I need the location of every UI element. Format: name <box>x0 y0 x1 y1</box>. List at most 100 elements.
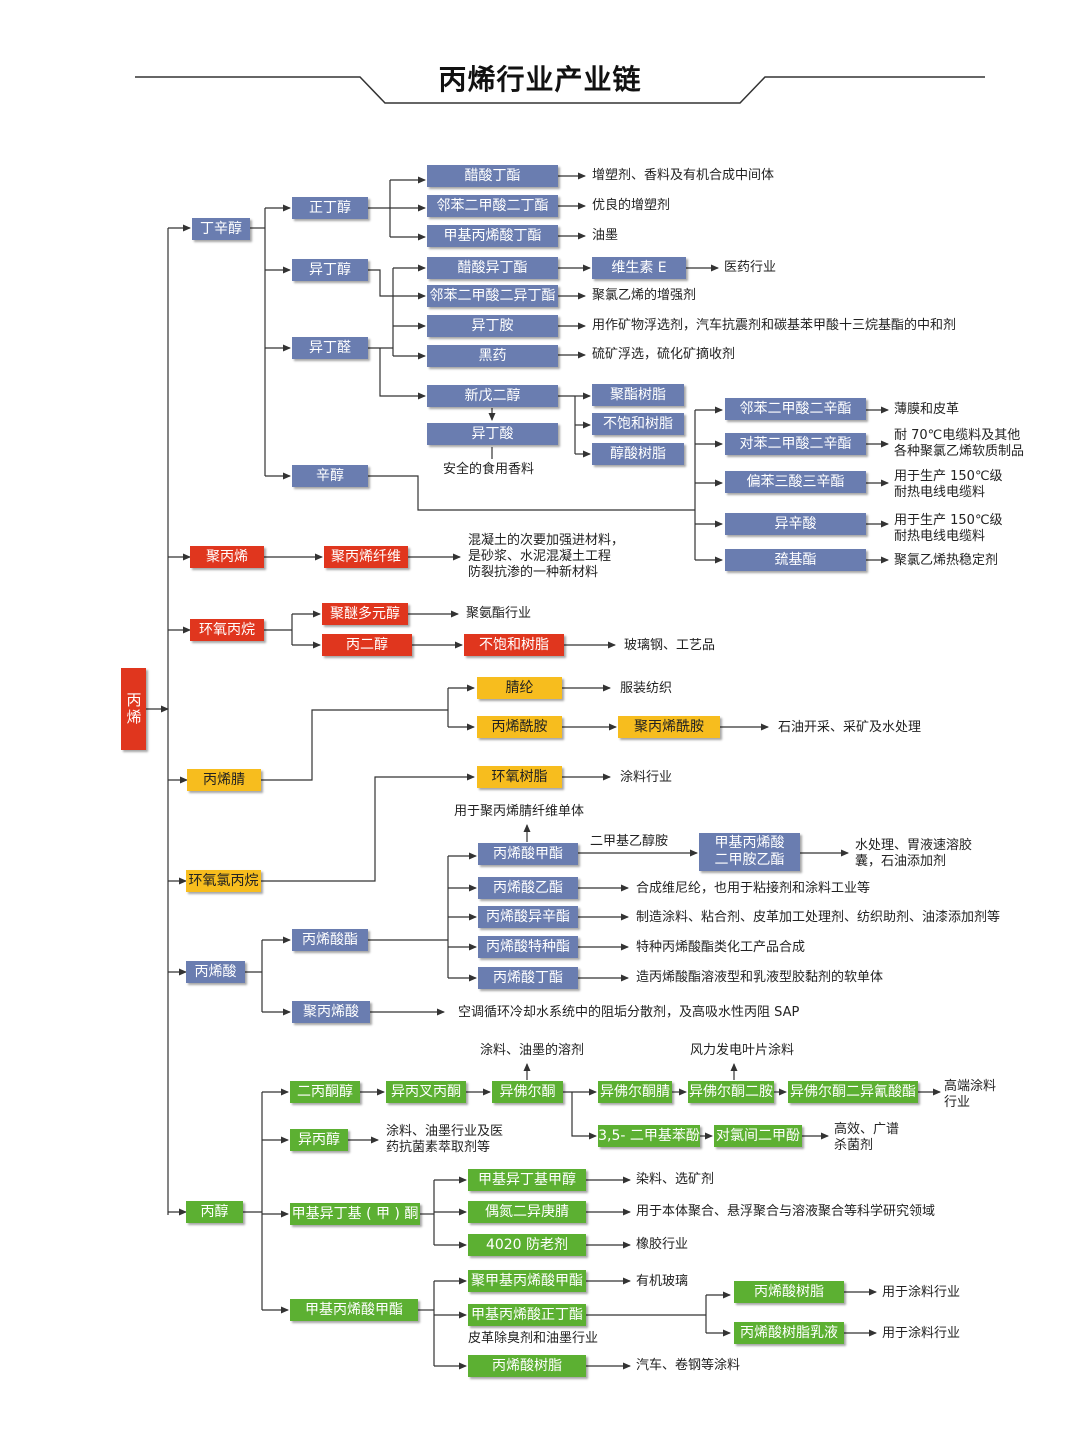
node-yifoertongjing: 异佛尔酮腈 <box>598 1081 672 1103</box>
note-text: 涂料、油墨行业及医 药抗菌素萃取剂等 <box>386 1124 504 1155</box>
note-text: 高效、广谱 杀菌剂 <box>834 1122 900 1153</box>
node-yidingquan: 异丁醛 <box>292 337 368 359</box>
node-heiyao: 黑药 <box>427 345 558 367</box>
note-text: 聚氯乙烯热稳定剂 <box>894 553 999 568</box>
note-text: 混凝土的次要加强进材料， 是砂浆、水泥混凝土工程 防裂抗渗的一种新材料 <box>468 533 625 580</box>
note-text: 造丙烯酸酯溶液型和乳液型胶黏剂的软单体 <box>636 970 884 985</box>
page-title: 丙烯行业产业链 <box>438 63 642 96</box>
node-jiajibingxisuanzhengdingzhi: 甲基丙烯酸正丁酯 <box>468 1304 586 1326</box>
node-jubingxi: 聚丙烯 <box>190 546 264 568</box>
node-erbingtongchun: 二丙酮醇 <box>290 1081 360 1103</box>
note-text: 用于生产 150℃级 耐热电线电缆料 <box>894 469 1003 500</box>
node-yifoertongeran: 异佛尔酮二胺 <box>688 1081 774 1103</box>
node-buboheshuzhi: 不饱和树脂 <box>592 413 684 435</box>
node-jiajiyidingjijiachun: 甲基异丁基甲醇 <box>468 1169 586 1191</box>
node-bingtong: 丙醇 <box>186 1201 243 1223</box>
node-bingxisuan: 丙烯酸 <box>186 961 245 983</box>
note-text: 增塑剂、香料及有机合成中间体 <box>592 168 775 183</box>
node-cusuandingzhi: 醋酸丁酯 <box>427 165 558 187</box>
node-bingxisuanshuzhi: 丙烯酸树脂 <box>468 1355 586 1377</box>
note-text: 用于本体聚合、悬浮聚合与溶液聚合等科学研究领域 <box>636 1204 936 1219</box>
note-text: 医药行业 <box>724 260 777 275</box>
node-yibingchabingtong: 异丙叉丙酮 <box>386 1081 466 1103</box>
note-text: 橡胶行业 <box>636 1237 689 1252</box>
note-text: 涂料、油墨的溶剂 <box>480 1043 585 1058</box>
node-jubingxixianan: 聚丙烯酰胺 <box>618 716 720 738</box>
node-fanglaoji4020: 4020 防老剂 <box>468 1234 586 1256</box>
node-bingxisuantezhongzhi: 丙烯酸特种酯 <box>478 936 578 958</box>
title-line <box>135 76 985 104</box>
note-text: 用于涂料行业 <box>882 1326 961 1341</box>
note-text: 优良的增塑剂 <box>592 198 671 213</box>
note-text: 有机玻璃 <box>636 1274 689 1289</box>
node-yibingchun: 异丙醇 <box>290 1129 348 1151</box>
node-linbenerjiasuanerdingzhi: 邻苯二甲酸二丁酯 <box>427 195 558 217</box>
node-linbenerjiasuanyerdingzhi: 邻苯二甲酸二异丁酯 <box>427 285 558 307</box>
note-text: 用于聚丙烯腈纤维单体 <box>454 804 585 819</box>
note-text: 聚氯乙烯的增强剂 <box>592 288 697 303</box>
note-text: 汽车、卷钢等涂料 <box>636 1358 741 1373</box>
node-liujizhi: 巯基酯 <box>725 549 866 571</box>
node-bingxisuandingzhi: 丙烯酸丁酯 <box>478 967 578 989</box>
node-juzhishuzhi: 聚酯树脂 <box>592 384 684 406</box>
note-text: 二甲基乙醇胺 <box>590 834 669 849</box>
node-bingxisuanshuzhi2: 丙烯酸树脂 <box>734 1281 844 1303</box>
note-text: 染料、选矿剂 <box>636 1172 715 1187</box>
node-bingxisuanjiazhi: 丙烯酸甲酯 <box>478 843 578 865</box>
node-huanyanglvbingwan: 环氧氯丙烷 <box>186 870 261 892</box>
node-jiajibingxisuandingzhi: 甲基丙烯酸丁酯 <box>427 225 558 247</box>
node-pianbensansuansanxinzhi: 偏苯三酸三辛酯 <box>725 471 866 493</box>
note-text: 用作矿物浮选剂，汽车抗震剂和碳基苯甲酸十三烷基酯的中和剂 <box>592 318 957 333</box>
note-text: 空调循环冷却水系统中的阻垢分散剂，及高吸水性丙阻 SAP <box>458 1005 800 1020</box>
node-huanyangbingwan: 环氧丙烷 <box>190 619 264 641</box>
node-yifoertongeryiqingsuanzhi: 异佛尔酮二异氰酸酯 <box>788 1081 918 1103</box>
note-text: 皮革除臭剂和油墨行业 <box>468 1331 599 1346</box>
note-text: 石油开采、采矿及水处理 <box>778 720 922 735</box>
node-duibenerjiasuanerxinzhi: 对苯二甲酸二辛酯 <box>725 433 866 455</box>
node-bingxisuanshuzhiruye: 丙烯酸树脂乳液 <box>734 1322 844 1344</box>
node-jubingxixianwei: 聚丙烯纤维 <box>324 546 408 568</box>
node-yidingan: 异丁胺 <box>427 315 558 337</box>
node-bingxijing: 丙烯腈 <box>187 769 261 791</box>
node-jumiduoyuanchun: 聚醚多元醇 <box>322 603 408 625</box>
node-sanwuerjiajibenfen: 3,5- 二甲基苯酚 <box>598 1125 700 1147</box>
node-zhengdingchun: 正丁醇 <box>292 197 368 219</box>
note-text: 聚氨酯行业 <box>466 606 532 621</box>
node-jiajibingxisuanjiazhi: 甲基丙烯酸甲酯 <box>290 1299 418 1321</box>
node-jinglun: 腈纶 <box>477 677 562 699</box>
node-ouyanyigengjing: 偶氮二异庚腈 <box>468 1201 586 1223</box>
node-jujiajibingxisuanjiazhi: 聚甲基丙烯酸甲酯 <box>468 1270 586 1292</box>
note-text: 水处理、胃液速溶胶 囊，石油添加剂 <box>855 838 973 869</box>
node-buboheshuzhi2: 不饱和树脂 <box>464 634 564 656</box>
note-text: 特种丙烯酸酯类化工产品合成 <box>636 940 806 955</box>
note-text: 硫矿浮选，硫化矿摘收剂 <box>592 347 736 362</box>
note-text: 合成维尼纶，也用于粘接剂和涂料工业等 <box>636 881 871 896</box>
node-bingxisuanan: 丙烯酰胺 <box>477 716 562 738</box>
node-yixinsuan: 异辛酸 <box>725 513 866 535</box>
node-yifoertong: 异佛尔酮 <box>492 1081 563 1103</box>
node-bingxisuanzhi: 丙烯酸酯 <box>292 929 368 951</box>
node-chunsuanshuzhi: 醇酸树脂 <box>592 443 684 465</box>
node-bingxisuanyixinzhi: 丙烯酸异辛酯 <box>478 906 578 928</box>
node-duilvjianerjiafen: 对氯间二甲酚 <box>714 1125 802 1147</box>
node-linbenerjiasuanerxinzhi: 邻苯二甲酸二辛酯 <box>725 398 866 420</box>
node-bingxisuanyizhi: 丙烯酸乙酯 <box>478 877 578 899</box>
node-cusuanyidingzhi: 醋酸异丁酯 <box>427 257 558 279</box>
note-text: 油墨 <box>592 228 619 243</box>
node-dingxinchun: 丁辛醇 <box>192 218 250 240</box>
note-text: 用于生产 150℃级 耐热电线电缆料 <box>894 513 1003 544</box>
note-text: 制造涂料、粘合剂、皮革加工处理剂、纺织助剂、油漆添加剂等 <box>636 910 1001 925</box>
note-text: 耐 70℃电缆料及其他 各种聚氯乙烯软质制品 <box>894 428 1025 459</box>
node-weishengsue: 维生素 E <box>592 257 686 279</box>
note-text: 服装纺织 <box>620 681 673 696</box>
node-xinchun: 辛醇 <box>292 465 368 487</box>
note-text: 玻璃钢、工艺品 <box>624 638 716 653</box>
note-text: 安全的食用香料 <box>443 462 535 477</box>
node-yidingsuan: 异丁酸 <box>427 423 558 445</box>
note-text: 高端涂料 行业 <box>944 1079 997 1110</box>
node-jiajibingxisuanerjiaanyizhi: 甲基丙烯酸二甲胺乙酯 <box>699 833 800 871</box>
node-jiajiyidingjitong: 甲基异丁基 ( 甲 ) 酮 <box>290 1203 420 1225</box>
node-root-bingxi: 丙烯 <box>121 668 146 750</box>
note-text: 薄膜和皮革 <box>894 402 960 417</box>
